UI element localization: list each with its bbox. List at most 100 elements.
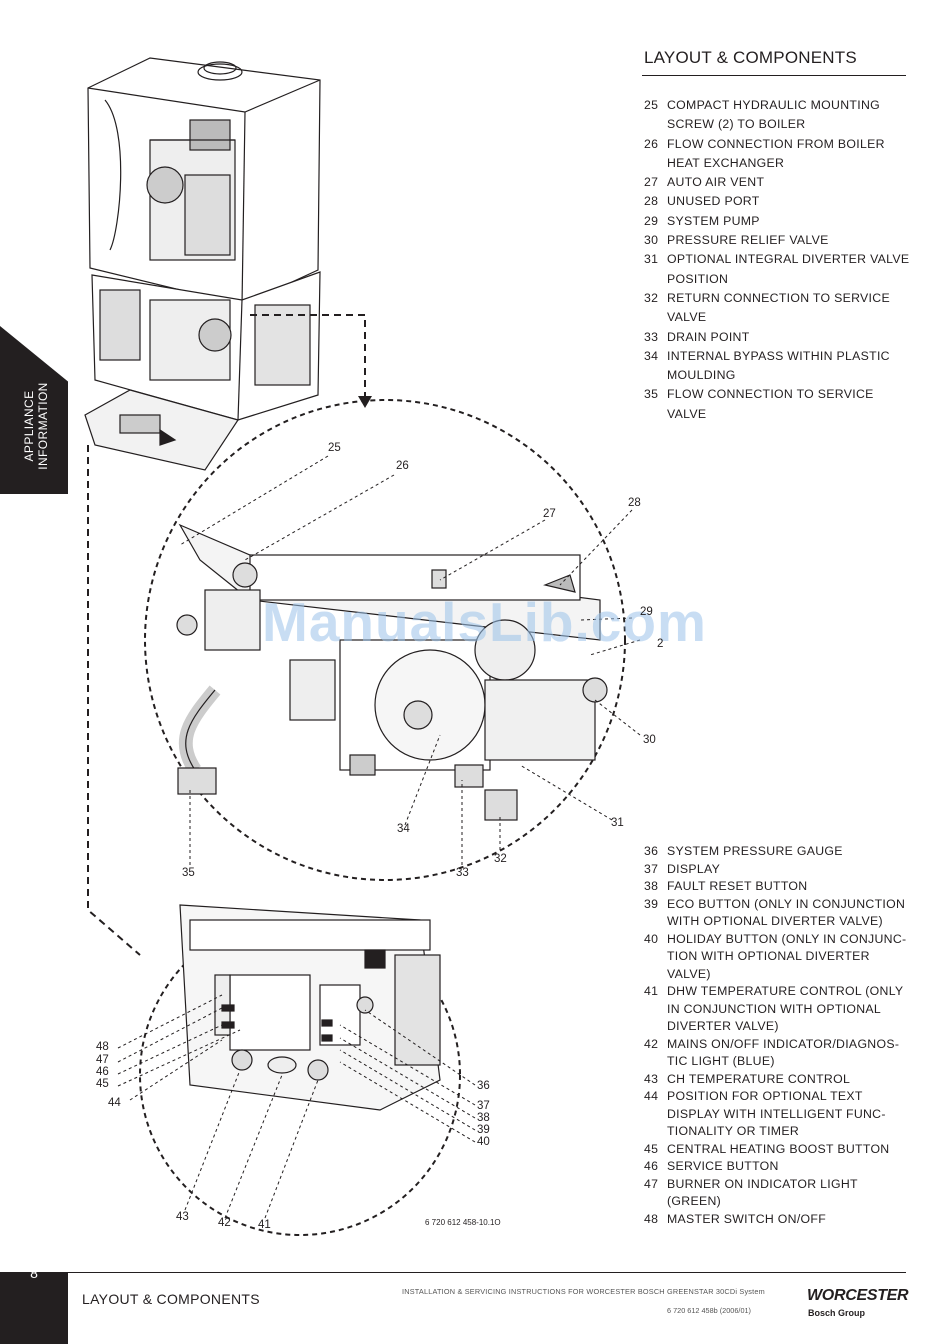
callout-44: 44 [108,1097,121,1109]
page-number-box [0,1272,68,1344]
legend-item-text: HEAT EXCHANGER [667,155,785,170]
legend-item-text: INTERNAL BYPASS WITHIN PLASTIC [667,348,890,363]
legend-item: POSITION [644,270,914,289]
callout-38: 38 [477,1112,490,1124]
legend-item-text: SYSTEM PRESSURE GAUGE [667,844,843,858]
footer-divider [68,1272,906,1273]
legend-item-text: PRESSURE RELIEF VALVE [667,233,829,248]
legend-item-number [644,1053,667,1071]
control-panel-illustration [179,904,441,1111]
footer-section-title: LAYOUT & COMPONENTS [82,1291,260,1307]
legend-item-number [644,270,667,289]
legend-item-text: FLOW CONNECTION FROM BOILER [667,136,885,151]
hydraulic-assembly-illustration [176,523,608,821]
legend-item-text: VALVE [667,406,707,421]
callout-34: 34 [397,823,410,835]
legend-item: SCREW (2) TO BOILER [644,115,914,134]
callout-30: 30 [643,734,656,746]
legend-item-text: SYSTEM PUMP [667,213,760,228]
callout-36: 36 [477,1080,490,1092]
legend-item-text: MASTER SWITCH ON/OFF [667,1211,827,1226]
brand-subtitle: Bosch Group [808,1308,866,1318]
legend-item-number [644,405,667,424]
side-tab-label: APPLIANCE INFORMATION [22,368,50,484]
boiler-illustration [84,57,321,471]
legend-item: 31 OPTIONAL INTEGRAL DIVERTER VALVE [644,250,914,269]
legend-item-number [644,913,667,931]
legend-item-number: 38 [644,879,659,893]
legend-item-number: 37 [644,861,659,876]
callout-31: 31 [611,817,624,829]
watermark: ManualsLib.com [262,591,707,653]
legend-item-number [644,1106,667,1124]
callout-33: 33 [456,867,469,879]
side-tab-line1: APPLIANCE [22,390,36,462]
legend-item-text: TIC LIGHT (BLUE) [667,1054,775,1068]
legend-item: 37 DISPLAY [644,861,914,879]
legend-item: (GREEN) [644,1193,914,1211]
callout-2: 2 [657,638,664,650]
legend-item-text: CH TEMPERATURE CONTROL [667,1071,851,1086]
legend-item-text: COMPACT HYDRAULIC MOUNTING [667,98,880,112]
callout-46: 46 [96,1066,109,1078]
legend-item: TIC LIGHT (BLUE) [644,1053,914,1071]
legend-item-text: FLOW CONNECTION TO SERVICE [667,387,874,402]
legend-item-text: DRAIN POINT [667,329,750,344]
legend-item: HEAT EXCHANGER [644,154,914,173]
legend-item-text: TION WITH OPTIONAL DIVERTER [667,949,870,963]
callout-39: 39 [477,1124,490,1136]
legend-item-number: 33 [644,329,659,344]
footer-document-code: 6 720 612 458b (2006/01) [667,1306,751,1315]
callout-47: 47 [96,1054,109,1066]
drawing-code: 6 720 612 458-10.1O [425,1218,501,1227]
legend-item-text: ECO BUTTON (ONLY IN CONJUNCTION [667,896,906,911]
legend-item-number [644,1018,667,1036]
footer-document-title: INSTALLATION & SERVICING INSTRUCTIONS FO… [402,1287,765,1296]
legend-item-text: IN CONJUNCTION WITH OPTIONAL [667,1001,882,1016]
legend-item-text: SERVICE BUTTON [667,1159,779,1173]
legend-item-text: MOULDING [667,368,736,383]
legend-item-text: POSITION FOR OPTIONAL TEXT [667,1089,863,1103]
legend-item-number: 31 [644,252,659,267]
legend-item: 48 MASTER SWITCH ON/OFF [644,1211,914,1229]
legend-item-number [644,1123,667,1141]
legend-item-number [644,1193,667,1211]
legend-item: VALVE) [644,966,914,984]
legend-item-text: DIVERTER VALVE) [667,1019,779,1033]
legend-item-number: 26 [644,136,659,151]
legend-item-number: 40 [644,931,659,946]
legend-item-number: 42 [644,1036,659,1051]
legend-item-number [644,115,667,134]
legend-item: 29 SYSTEM PUMP [644,212,914,231]
legend-item: DIVERTER VALVE) [644,1018,914,1036]
section-title: LAYOUT & COMPONENTS [644,48,857,67]
legend-item-number: 48 [644,1211,659,1226]
legend-item: IN CONJUNCTION WITH OPTIONAL [644,1001,914,1019]
legend-item-number [644,154,667,173]
legend-item-number: 29 [644,213,659,228]
legend-item-text: OPTIONAL INTEGRAL DIVERTER VALVE [667,252,910,267]
legend-item-text: DISPLAY [667,861,721,876]
legend-item-text: WITH OPTIONAL DIVERTER VALVE) [667,914,883,928]
legend-item: VALVE [644,308,914,327]
legend-item: DISPLAY WITH INTELLIGENT FUNC- [644,1106,914,1124]
callout-26: 26 [396,460,409,472]
legend-item-text: BURNER ON INDICATOR LIGHT [667,1176,858,1191]
legend-item-text: DISPLAY WITH INTELLIGENT FUNC- [667,1106,886,1121]
